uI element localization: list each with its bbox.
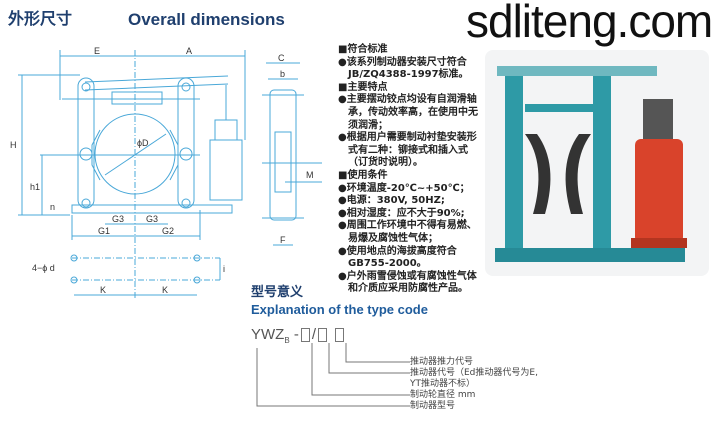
dim-label-a: A xyxy=(186,46,192,56)
brake-illustration xyxy=(495,66,687,262)
spec-item: ●相对湿度：应不大于90%; xyxy=(338,207,465,219)
product-photo xyxy=(485,50,709,276)
dim-label-diameter: ϕD xyxy=(137,138,149,148)
type-code-title-en: Explanation of the type code xyxy=(251,302,428,317)
dim-label-h: H xyxy=(10,140,17,150)
code-leader-lines xyxy=(256,343,410,407)
dim-label-h1: h1 xyxy=(30,182,40,192)
dim-label-n: n xyxy=(50,202,55,212)
legend-thruster-note: YT推动器不标） xyxy=(410,379,475,389)
dim-label-c: C xyxy=(278,53,285,63)
code-prefix: YWZ xyxy=(251,326,285,343)
dim-label-holes: 4−ϕ d xyxy=(32,263,55,273)
section-title-cn: 外形尺寸 xyxy=(8,9,73,28)
spec-heading: ■主要特点 xyxy=(338,81,388,93)
watermark: sdliteng.com xyxy=(466,0,713,47)
spec-item: ●该系列制动器安装尺寸符合JB/ZQ4388-1997标准。 xyxy=(338,56,469,81)
dim-label-i: i xyxy=(223,264,225,274)
dim-label-g3-right: G3 xyxy=(146,214,158,224)
dim-label-k-right: K xyxy=(162,285,168,295)
dim-label-k-left: K xyxy=(100,285,106,295)
spec-item: ●周围工作环境中不得有易燃、易爆及腐蚀性气体； xyxy=(338,220,477,244)
code-box-diameter xyxy=(300,328,310,343)
code-dash: - xyxy=(293,326,299,343)
type-code-title-cn: 型号意义 xyxy=(251,285,304,300)
legend-thruster: 推动器代号（Ed推动器代号为E, xyxy=(410,368,538,378)
dim-label-e: E xyxy=(94,46,100,56)
spec-list: ■符合标准 ●该系列制动器安装尺寸符合JB/ZQ4388-1997标准。 ■主要… xyxy=(338,44,478,296)
dim-label-m: M xyxy=(306,170,314,180)
dim-label-g2: G2 xyxy=(162,226,174,236)
dimension-drawing: E A C b H h1 n ϕD M F G3 G3 G1 G2 4−ϕ d … xyxy=(10,46,322,300)
code-sub: B xyxy=(284,336,290,345)
spec-item: ●根据用户需要制动衬垫安装形式有二种：铆接式和插入式（订货时说明）。 xyxy=(338,132,477,169)
spec-item: ●户外雨雪侵蚀或有腐蚀性气体和介质应采用防腐性产品。 xyxy=(338,270,477,295)
code-box-thruster xyxy=(318,328,328,343)
legend-diameter: 制动轮直径 mm xyxy=(410,390,476,400)
dim-label-b: b xyxy=(280,69,285,79)
spec-item: ●主要摆动铰点均设有自润滑轴承，传动效率高，在使用中无须润滑； xyxy=(338,94,478,131)
dim-label-g3-left: G3 xyxy=(112,214,124,224)
code-slash: / xyxy=(311,326,317,343)
dim-label-g1: G1 xyxy=(98,226,110,236)
type-code: YWZB -/ xyxy=(251,326,346,345)
spec-item: ●使用地点的海拔高度符合GB755-2000。 xyxy=(338,245,457,270)
dim-label-f: F xyxy=(280,235,286,245)
spec-item: ●电源：380V, 50HZ; xyxy=(338,195,445,207)
code-box-force xyxy=(335,328,345,343)
spec-heading: ■使用条件 xyxy=(338,169,388,181)
section-title-en: Overall dimensions xyxy=(128,10,285,29)
spec-heading: ■符合标准 xyxy=(338,44,388,55)
legend-force: 推动器推力代号 xyxy=(410,357,474,367)
spec-item: ●环境温度-20℃~+50℃； xyxy=(338,182,470,194)
legend-model: 制动器型号 xyxy=(410,401,456,411)
